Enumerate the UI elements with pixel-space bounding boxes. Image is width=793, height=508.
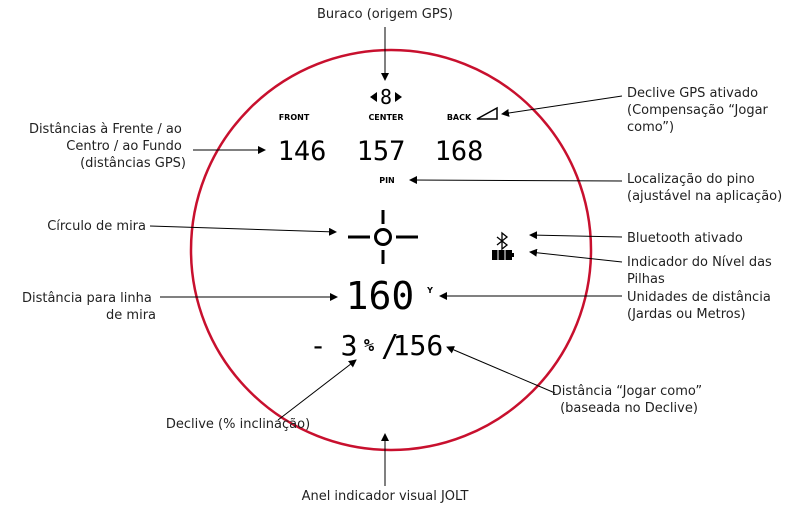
arrow-plays-like [446,346,556,394]
slope-separator: / [381,329,399,364]
label-jolt: Anel indicador visual JOLT [302,489,469,504]
label-hole: Buraco (origem GPS) [317,7,453,22]
hole-indicator: 8 [370,85,402,109]
unit-indicator: Y [426,286,433,295]
center-label: CENTER [368,113,403,122]
arrow-slope [277,359,357,421]
center-distance: 157 [357,136,406,167]
line-of-sight-distance: 160 [346,274,415,318]
hole-number: 8 [380,85,392,109]
front-label: FRONT [279,113,310,122]
label-line-of-sight: Distância para linha de mira [22,291,156,323]
label-slope: Declive (% inclinação) [166,417,310,432]
label-units: Unidades de distância (Jardas ou Metros) [627,290,775,322]
label-slope-gps: Declive GPS ativado (Compensação “Jogar … [627,86,772,135]
label-reticle: Círculo de mira [47,219,146,234]
pin-label: PIN [379,176,395,185]
bluetooth-icon [496,231,509,251]
arrow-bluetooth [529,231,623,240]
arrow-slope-gps [501,95,623,117]
arrow-pin [409,176,623,185]
plays-like-distance: 156 [393,329,444,362]
label-pin: Localização do pino (ajustável na aplica… [627,172,782,204]
label-plays-like: Distância “Jogar como” (baseada no Decli… [552,384,707,416]
label-front-center-back: Distâncias à Frente / ao Centro / ao Fun… [29,122,186,171]
arrow-battery [529,248,623,263]
jolt-ring [189,48,593,452]
slope-triangle-icon [476,106,498,120]
battery-icon [492,250,514,260]
slope-sign: - [310,329,327,362]
reticle-crosshair [348,210,418,264]
slope-value: 3 [341,329,358,362]
left-arrow-icon [370,92,377,102]
slope-percent: % [364,336,375,356]
right-arrow-icon [395,92,402,102]
front-distance: 146 [278,136,327,167]
back-distance: 168 [435,136,484,167]
arrow-reticle [149,225,337,236]
label-battery: Indicador do Nível das Pilhas [627,255,776,287]
back-label: BACK [447,113,472,122]
label-bluetooth: Bluetooth ativado [627,231,743,246]
